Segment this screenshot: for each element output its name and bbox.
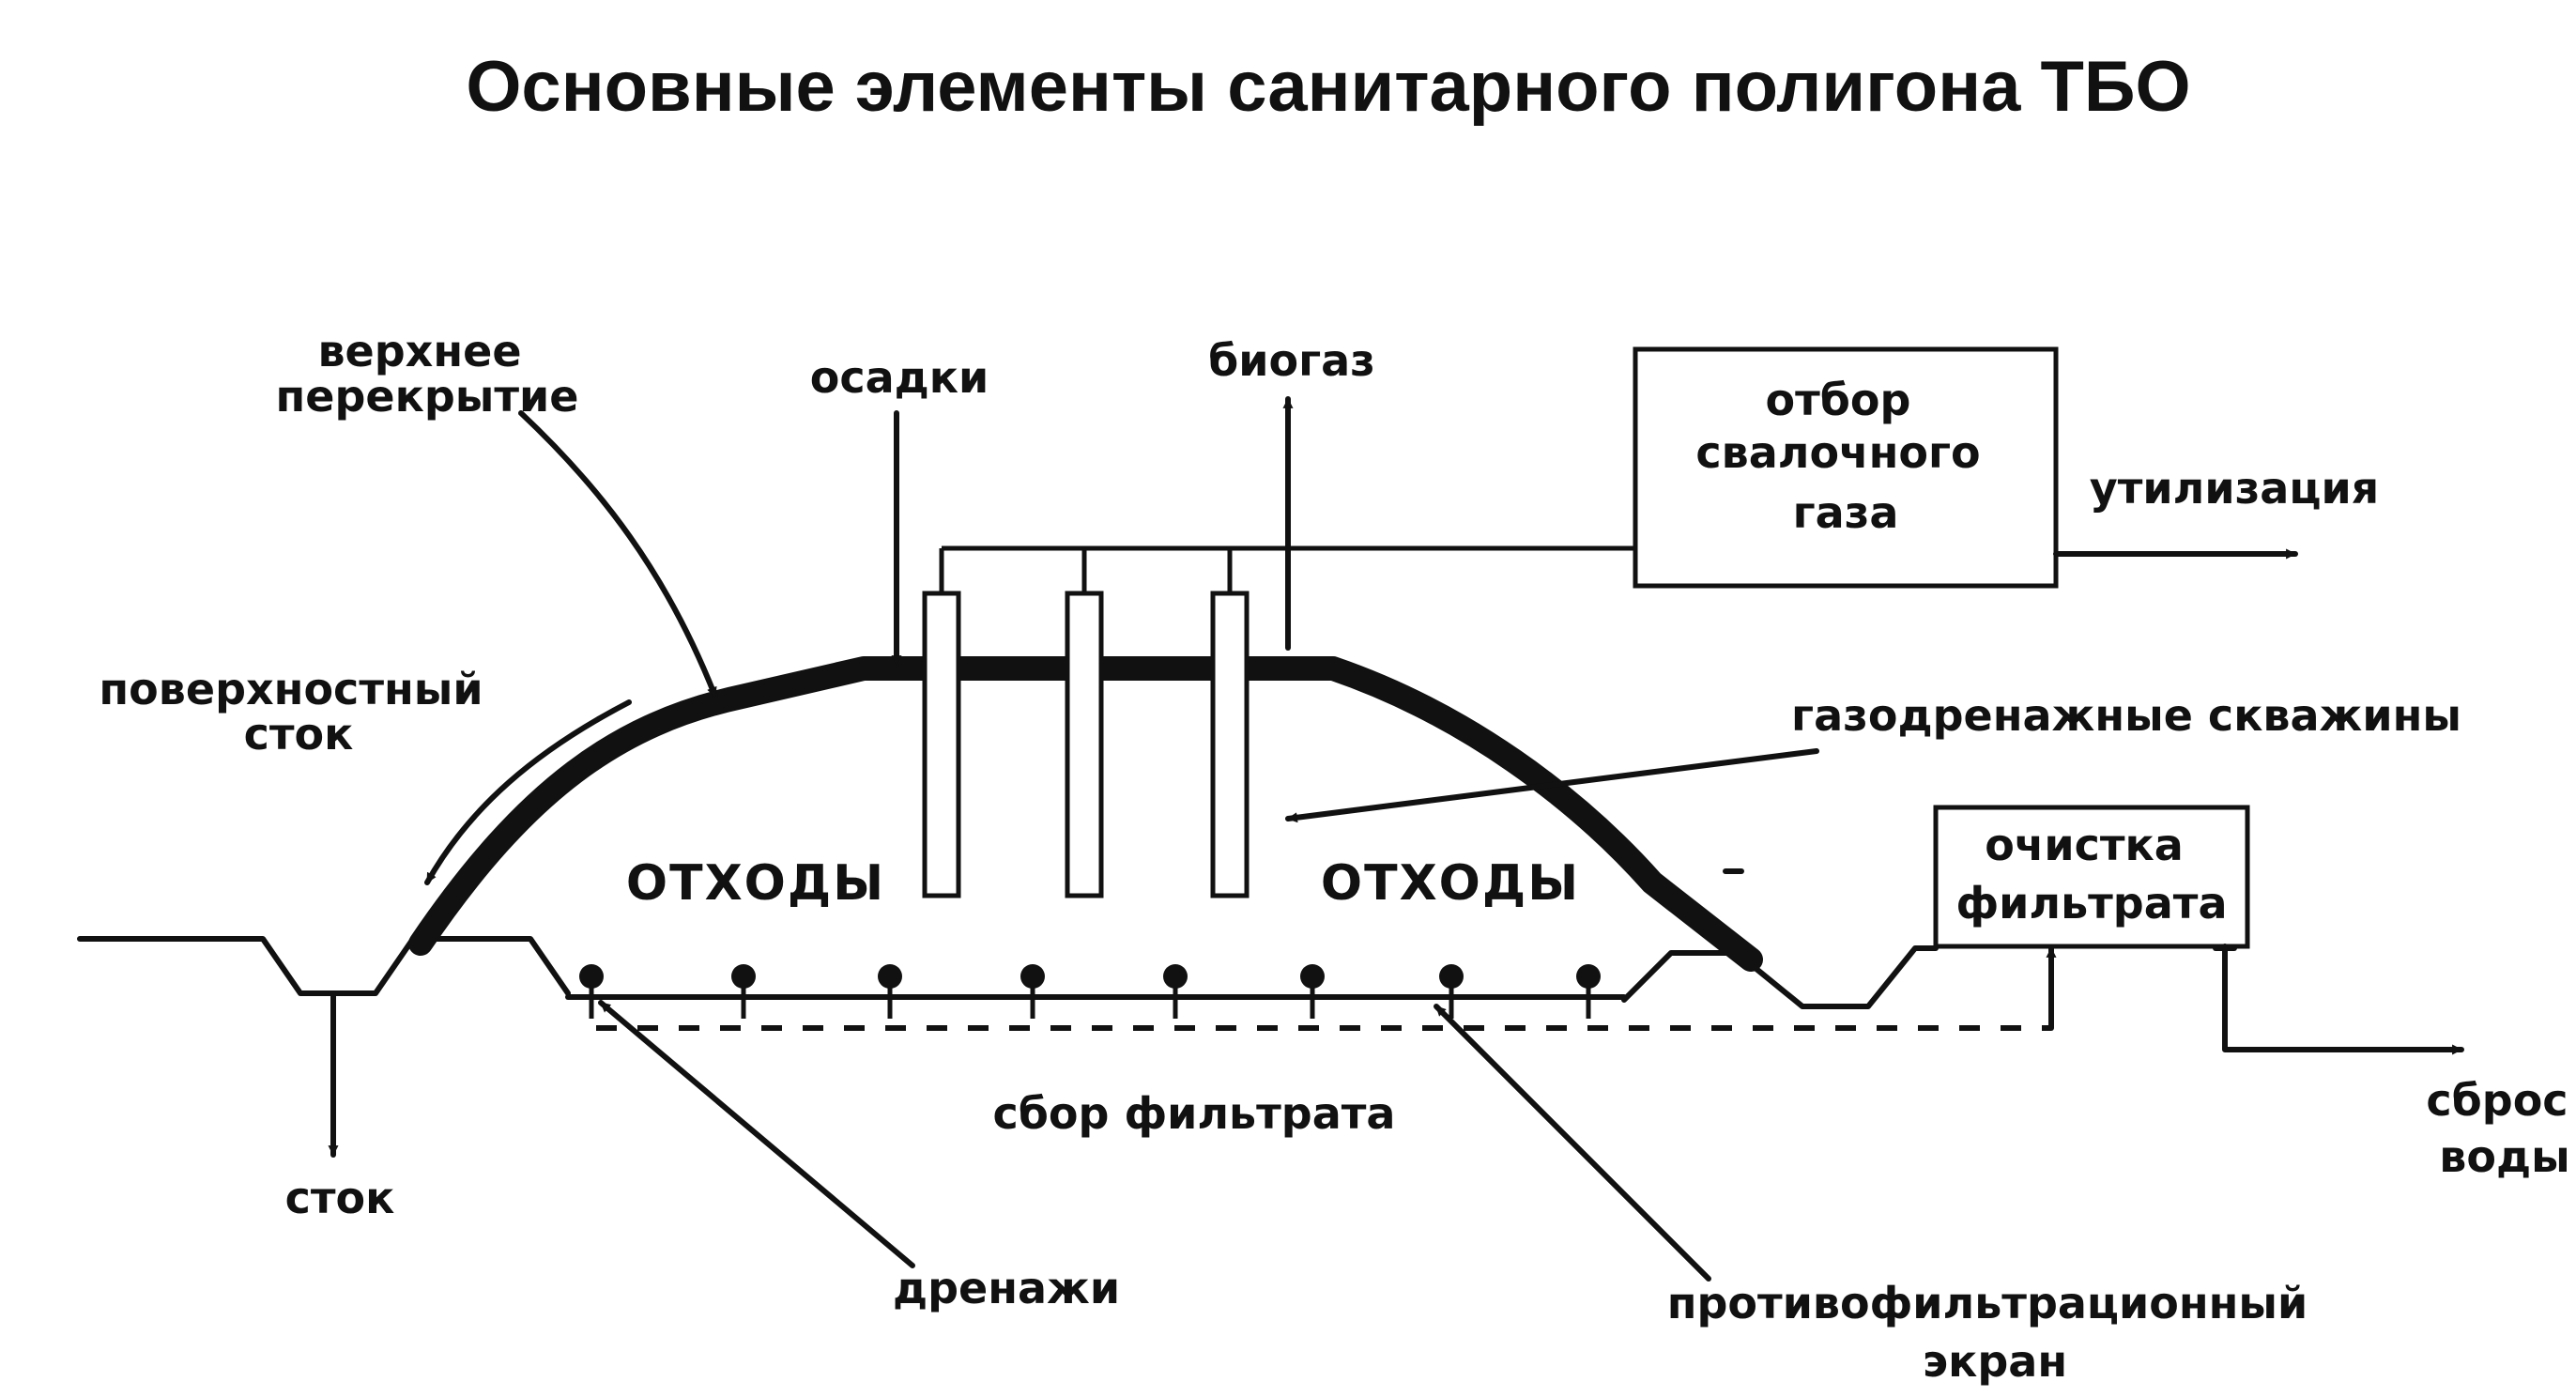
gas-well: [1210, 591, 1250, 898]
liner-label: противофильтрационный экран: [1667, 1278, 2323, 1387]
drains-label: дренажи: [893, 1263, 1120, 1313]
upper-cover-arrow: [518, 410, 718, 699]
gas-well: [1065, 591, 1104, 898]
drain-pin: [1020, 964, 1045, 1019]
precipitation-label: осадки: [810, 352, 989, 403]
drain-pin: [731, 964, 756, 1019]
gas-wells-arrow: [1285, 748, 1819, 823]
drain-pin: [1300, 964, 1325, 1019]
leachate-treatment-label: очистка фильтрата: [1956, 820, 2228, 929]
leachate-collection-label: сбор фильтрата: [993, 1088, 1396, 1139]
drains-arrow: [598, 1000, 915, 1268]
leachate-treatment-box: [1933, 805, 2250, 949]
gas-extraction-box: [1633, 346, 2059, 589]
gas-well: [922, 591, 961, 898]
ground-profile-right: [1621, 945, 1939, 1009]
upper-cover: [408, 656, 1763, 972]
drain-pins: [579, 964, 1601, 1019]
drain-pin: [878, 964, 902, 1019]
waste-left-label: ОТХОДЫ: [626, 855, 885, 912]
upper-cover-label: верхнее перекрытие: [276, 326, 579, 422]
diagram-title: Основные элементы санитарного полигона Т…: [466, 47, 2190, 127]
waste-right-label: ОТХОДЫ: [1321, 855, 1580, 912]
water-discharge-arrow: [2222, 944, 2464, 1055]
surface-runoff-label: поверхностный сток: [99, 664, 498, 760]
drain-pin: [579, 964, 604, 1019]
runoff-label: сток: [285, 1173, 395, 1223]
gas-extraction-label: отбор свалочного газа: [1695, 375, 1995, 538]
gas-wells: [922, 545, 1635, 898]
drain-pin: [1439, 964, 1464, 1019]
drain-pin: [1576, 964, 1601, 1019]
drain-pin: [1163, 964, 1188, 1019]
gas-wells-label: газодренажные скважины: [1791, 690, 2461, 741]
water-discharge-label: сброс воды: [2426, 1075, 2576, 1182]
biogas-label: биогаз: [1208, 335, 1375, 386]
ground-profile-left: [77, 936, 571, 996]
liner-arrow: [1434, 1004, 1711, 1282]
surface-runoff-arrow: [424, 699, 632, 885]
utilization-label: утилизация: [2090, 463, 2379, 514]
